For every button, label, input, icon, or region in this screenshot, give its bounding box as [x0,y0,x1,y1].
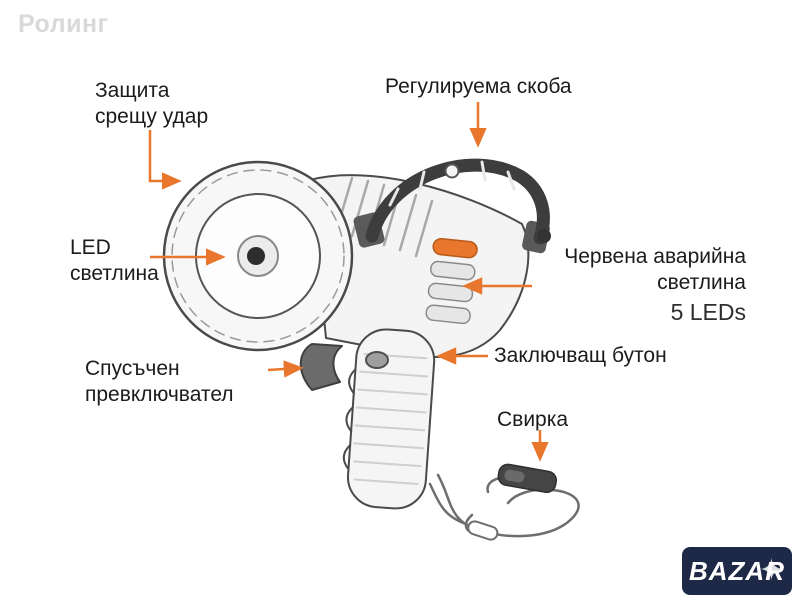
watermark-rolling: Ролинг [18,10,109,38]
emergency-light-window [425,237,478,325]
label-lock-button: Заключващ бутон [494,344,667,367]
label-red-emergency-line1: Червена аварийна [564,245,746,268]
leader-impact-protection [148,130,182,190]
label-led-light-line2: светлина [70,261,159,285]
leader-lines [148,102,549,462]
label-impact-protection: Защита срещу удар [95,78,208,129]
label-impact-protection-line1: Защита [95,79,170,102]
label-red-emergency-light: Червена аварийна светлина 5 LEDs [564,244,746,326]
bazar-logo-text: BAZAR [689,555,785,586]
label-red-emergency-line2: светлина [657,270,746,294]
led-count-text: 5 LEDs [670,299,746,326]
trigger [299,343,343,391]
whistle [497,463,557,494]
lock-button [365,351,389,369]
label-trigger-switch: Спусъчен превключвател [85,356,234,407]
label-trigger-switch-line1: Спусъчен [85,357,180,380]
label-adjustable-bracket: Регулируема скоба [385,75,572,98]
compass-star-icon: ✦ [758,554,784,587]
leader-trigger-switch [267,360,304,378]
label-whistle: Свирка [497,408,569,431]
label-led-light-line1: LED [70,236,111,259]
label-led-light: LED светлина [70,235,159,286]
label-impact-protection-line2: срещу удар [95,104,209,128]
bazar-logo: ✦ BAZAR [682,547,792,595]
led-center [247,247,265,265]
cord-toggle [467,520,499,541]
label-trigger-switch-line2: превключвател [85,382,234,406]
grip [342,328,436,510]
bracket [353,158,551,254]
